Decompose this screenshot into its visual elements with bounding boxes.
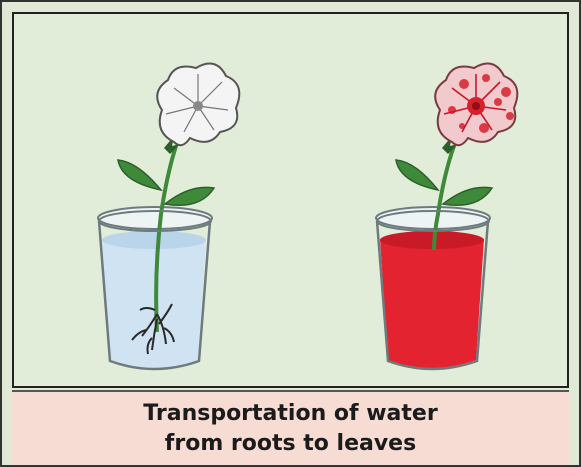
left-setup bbox=[98, 64, 239, 370]
left-leaf-upper bbox=[118, 160, 161, 190]
left-glass-water bbox=[102, 239, 206, 368]
right-setup bbox=[376, 64, 517, 370]
left-flower bbox=[157, 64, 239, 146]
right-water-surface bbox=[380, 231, 484, 249]
right-flower bbox=[435, 64, 517, 146]
right-leaf-upper bbox=[396, 160, 438, 190]
illustration-panel bbox=[12, 12, 569, 388]
left-leaf-lower bbox=[165, 187, 214, 205]
right-leaf-lower bbox=[443, 187, 492, 205]
illustration-svg bbox=[14, 14, 567, 386]
right-glass-water bbox=[380, 239, 484, 368]
caption-line-1: Transportation of water bbox=[143, 399, 437, 429]
caption-line-2: from roots to leaves bbox=[165, 429, 416, 459]
caption-box: Transportation of water from roots to le… bbox=[12, 390, 569, 465]
left-water-surface bbox=[102, 231, 206, 249]
